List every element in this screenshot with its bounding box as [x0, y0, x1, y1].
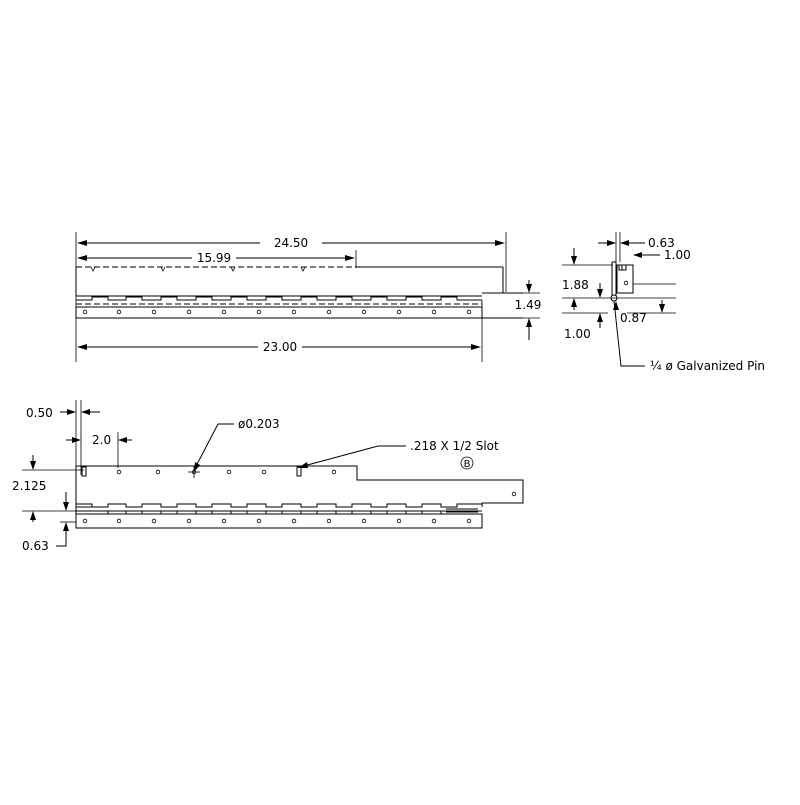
mount-hole [221, 518, 227, 524]
hole-pitch-label: 2.0 [92, 433, 111, 447]
mount-hole [466, 518, 472, 524]
dimension-side-1-00-right: 1.00 [633, 248, 691, 262]
mount-hole [226, 469, 232, 475]
mount-hole [82, 309, 88, 315]
leaf-length-label: 15.99 [197, 251, 231, 265]
top-view: 24.50 15.99 [75, 232, 542, 362]
dimension-leaf-length: 15.99 [77, 251, 355, 265]
flat-view: 0.50 2.0 [12, 400, 524, 553]
slot-callout: .218 X 1/2 Slot B [298, 439, 499, 470]
overall-length-label: 24.50 [274, 236, 308, 250]
mount-hole [361, 309, 367, 315]
hinge-length-label: 23.00 [263, 340, 297, 354]
mount-hole [331, 469, 337, 475]
side-1-00-right-label: 1.00 [664, 248, 691, 262]
tab-hole [511, 491, 517, 497]
mount-hole [116, 469, 122, 475]
mount-hole [151, 309, 157, 315]
mount-hole [326, 309, 332, 315]
mount-hole [155, 469, 161, 475]
leaf-width-label: 2.125 [12, 479, 46, 493]
dimension-side-0-87: 0.87 [613, 300, 665, 325]
hinge-knuckles [76, 295, 482, 308]
mount-hole [256, 309, 262, 315]
mount-hole [466, 309, 472, 315]
hinge-profile [610, 261, 634, 302]
mount-hole [291, 518, 297, 524]
mount-hole [431, 518, 437, 524]
end-tab [482, 292, 540, 319]
dimension-edge-offset: 0.63 [22, 492, 69, 553]
pin-note: ¼ ø Galvanized Pin [650, 359, 765, 373]
mount-hole [151, 518, 157, 524]
hole-offset-label: 0.50 [26, 406, 53, 420]
mount-hole [291, 309, 297, 315]
dimension-hole-pitch: 2.0 [66, 433, 132, 447]
edge-offset-label: 0.63 [22, 539, 49, 553]
end-height-label: 1.49 [515, 298, 542, 312]
bottom-leaf [75, 306, 483, 319]
mount-hole [186, 309, 192, 315]
side-1-00-left-label: 1.00 [564, 327, 591, 341]
flat-knuckles [76, 503, 482, 515]
dimension-overall-length: 24.50 [77, 236, 505, 250]
dimension-leaf-width: 2.125 [12, 455, 46, 522]
dimension-hinge-length: 23.00 [77, 340, 481, 354]
mount-hole [116, 309, 122, 315]
side-hole [623, 280, 629, 286]
slot [81, 466, 87, 477]
mount-hole [431, 309, 437, 315]
mount-hole [396, 309, 402, 315]
mount-hole [82, 518, 88, 524]
mount-hole [361, 518, 367, 524]
pin-leader: ¼ ø Galvanized Pin [613, 300, 765, 373]
mount-hole [116, 518, 122, 524]
flat-bottom-leaf [75, 513, 483, 529]
side-0-63-label: 0.63 [648, 236, 675, 250]
mount-hole [261, 469, 267, 475]
dimension-side-0-63: 0.63 [598, 236, 675, 250]
dimension-side-1-88: 1.88 [562, 248, 589, 310]
mount-hole [221, 309, 227, 315]
flat-top-leaf [75, 465, 524, 528]
top-leaf [75, 266, 504, 296]
slot [296, 466, 302, 477]
mount-hole [326, 518, 332, 524]
slot-note: .218 X 1/2 Slot [410, 439, 499, 453]
side-0-87-label: 0.87 [620, 311, 647, 325]
side-view: 1.88 1.00 0.63 1.00 0 [562, 232, 765, 373]
dimension-side-1-00-left: 1.00 [564, 283, 603, 341]
side-1-88-label: 1.88 [562, 278, 589, 292]
dimension-end-height: 1.49 [515, 280, 542, 340]
mount-hole [256, 518, 262, 524]
slot-mark: B [464, 459, 471, 470]
mount-hole [396, 518, 402, 524]
dimension-hole-offset: 0.50 [26, 406, 100, 420]
revision-mark-circle [460, 456, 474, 470]
mount-hole [186, 518, 192, 524]
hole-diameter-label: ø0.203 [238, 417, 280, 431]
hole-diameter-callout: ø0.203 [188, 417, 280, 478]
